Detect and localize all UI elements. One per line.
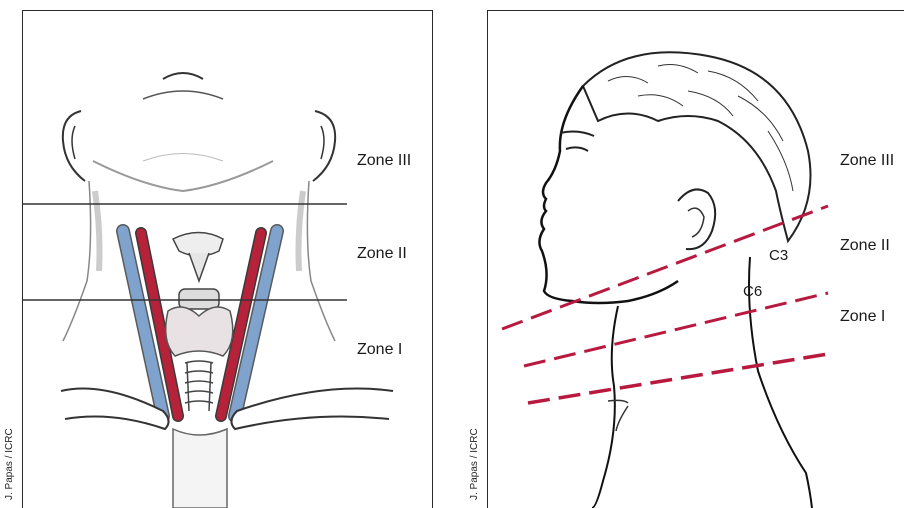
left-zone-iii-label: Zone III [357,152,411,170]
left-ear [63,111,85,181]
neck-right-outline [307,181,335,341]
left-image-credit: J. Papas / ICRC [4,428,15,500]
trachea [185,361,213,411]
thyroid-gland [166,307,233,356]
left-zone-i-label: Zone I [357,341,402,359]
ear [678,189,715,249]
zone-boundary-upper [502,206,828,329]
jaw-line [93,161,273,191]
right-zone-i-label: Zone I [840,308,885,326]
hair [583,52,811,241]
lateral-neck-illustration [488,11,904,508]
left-zone-ii-label: Zone II [357,245,407,263]
sternal-notch [173,429,227,508]
right-zone-ii-label: Zone II [840,237,890,255]
mouth [163,73,203,79]
c3-label: C3 [769,247,788,264]
right-clavicle [231,389,393,430]
lateral-neck-panel [487,10,904,508]
right-zone-iii-label: Zone III [840,152,894,170]
neck-left-outline [63,181,91,341]
zone-boundary-lower [528,354,828,403]
eye [566,147,588,151]
neck-front [592,306,618,508]
right-image-credit: J. Papas / ICRC [469,428,480,500]
thyroid-cartilage [173,233,223,257]
c6-label: C6 [743,283,762,300]
eyebrow [560,132,594,136]
cricoid-cartilage [179,289,219,309]
